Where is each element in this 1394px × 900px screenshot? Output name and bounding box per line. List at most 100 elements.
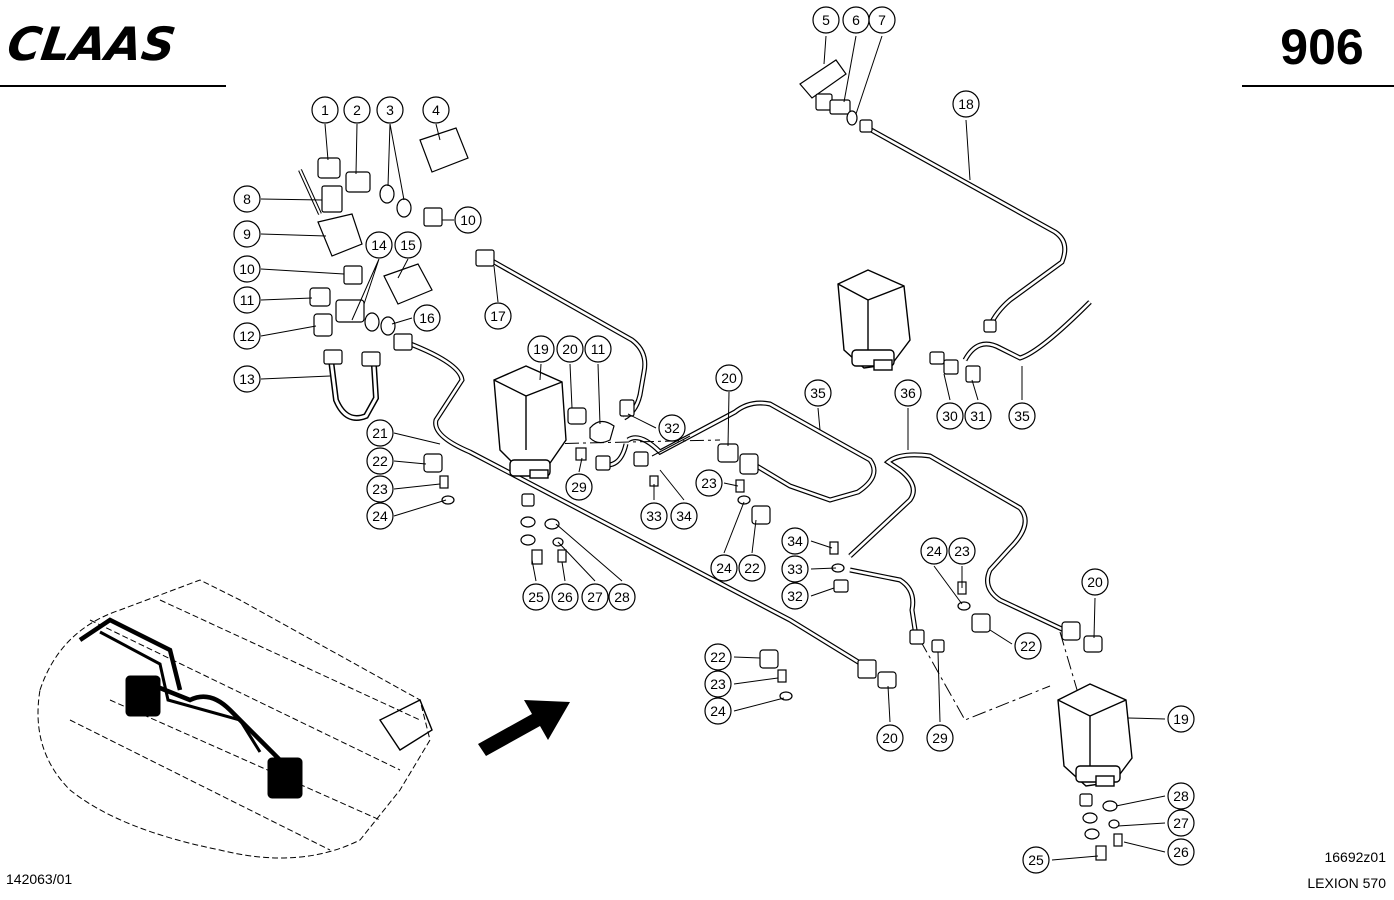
callout-25: 25 — [522, 583, 550, 611]
hose-15 — [383, 263, 433, 305]
model-name: LEXION 570 — [1307, 875, 1386, 891]
elbow-11 — [589, 420, 615, 444]
callout-label: 25 — [528, 589, 544, 605]
callout-circle — [343, 96, 371, 124]
nut-13b — [361, 351, 381, 367]
bolt-26 — [557, 549, 567, 563]
callout-circle — [695, 469, 723, 497]
callout-circle — [704, 670, 732, 698]
callout-label: 16 — [419, 310, 435, 326]
callout-circle — [781, 582, 809, 610]
callout-label: 32 — [787, 588, 803, 604]
nut-20c — [1061, 621, 1081, 641]
callout-circle — [233, 365, 261, 393]
callout-31: 31 — [964, 402, 992, 430]
callout-label: 11 — [591, 341, 606, 357]
callout-circle — [608, 583, 636, 611]
claas-logo-icon: CLAAS — [4, 17, 179, 71]
callout-11: 11 — [584, 335, 612, 363]
callout-22: 22 — [366, 447, 394, 475]
page-number: 906 — [1280, 19, 1363, 75]
washer-27b — [1108, 819, 1120, 829]
callout-label: 31 — [970, 408, 986, 424]
callout-circle — [422, 96, 450, 124]
callout-24: 24 — [920, 537, 948, 565]
callout-label: 32 — [664, 420, 680, 436]
callout-label: 7 — [878, 12, 886, 28]
fitting-12 — [313, 313, 333, 337]
callout-label: 6 — [852, 12, 860, 28]
nut-25a — [521, 493, 535, 507]
washer-25a — [520, 516, 536, 528]
bolt-23d — [777, 669, 787, 683]
callout-label: 1 — [321, 102, 329, 118]
callout-label: 13 — [239, 371, 255, 387]
clip-22b — [751, 505, 771, 525]
callout-label: 23 — [710, 676, 726, 692]
callout-label: 3 — [386, 102, 394, 118]
callout-circle — [781, 527, 809, 555]
bolt-23a — [439, 475, 449, 489]
callout-leaders — [260, 35, 1166, 861]
fitting-29b — [931, 639, 945, 653]
callout-circle — [948, 537, 976, 565]
arrow-right-up-icon — [478, 700, 570, 756]
hose-5 — [799, 59, 847, 99]
callout-23: 23 — [366, 475, 394, 503]
callout-circle — [1022, 846, 1050, 874]
fitting-2 — [345, 171, 371, 193]
callout-label: 24 — [372, 508, 388, 524]
fitting-8 — [321, 185, 343, 213]
nut-25b — [1079, 793, 1093, 807]
callout-label: 30 — [942, 408, 958, 424]
fitting-1 — [317, 157, 341, 179]
hydraulic-lines — [298, 123, 1092, 721]
callout-circle — [522, 583, 550, 611]
callout-circle — [311, 96, 339, 124]
callout-18: 18 — [952, 90, 980, 118]
callout-circle — [738, 554, 766, 582]
nut-18b — [983, 319, 997, 333]
callout-circle — [715, 364, 743, 392]
inset-motor-a — [125, 675, 161, 717]
callout-label: 34 — [787, 533, 803, 549]
callout-circle — [1008, 402, 1036, 430]
callout-28: 28 — [1167, 782, 1195, 810]
callout-12: 12 — [233, 322, 261, 350]
callout-label: 19 — [533, 341, 549, 357]
callout-circle — [704, 697, 732, 725]
callout-20: 20 — [876, 724, 904, 752]
callout-circle — [233, 220, 261, 248]
fitting-11 — [309, 287, 331, 307]
callout-label: 5 — [822, 12, 830, 28]
bolt-25b — [1095, 845, 1107, 861]
callout-label: 22 — [710, 649, 726, 665]
clip-32b — [833, 579, 849, 593]
callout-11: 11 — [233, 286, 261, 314]
callout-label: 36 — [900, 385, 916, 401]
callout-label: 23 — [954, 543, 970, 559]
fitting-29a — [575, 447, 587, 461]
callout-label: 35 — [810, 385, 826, 401]
nut-36 — [909, 629, 925, 645]
clip-22a — [423, 453, 443, 473]
callout-label: 20 — [721, 370, 737, 386]
callout-label: 25 — [1028, 852, 1044, 868]
seal-3a — [379, 184, 395, 204]
washer-25b — [520, 534, 536, 546]
callout-circle — [964, 402, 992, 430]
callout-label: 18 — [958, 96, 974, 112]
callout-label: 33 — [787, 561, 803, 577]
callout-circle — [640, 502, 668, 530]
motor-19-top-right — [837, 269, 911, 371]
callout-19: 19 — [527, 335, 555, 363]
motor-19-bottom-right — [1057, 683, 1133, 787]
callout-circle — [366, 475, 394, 503]
callout-26: 26 — [1167, 838, 1195, 866]
callout-label: 10 — [239, 261, 255, 277]
nut-17 — [475, 249, 495, 267]
callout-28: 28 — [608, 583, 636, 611]
callout-19: 19 — [1167, 705, 1195, 733]
callout-circle — [1167, 705, 1195, 733]
callout-3: 3 — [376, 96, 404, 124]
